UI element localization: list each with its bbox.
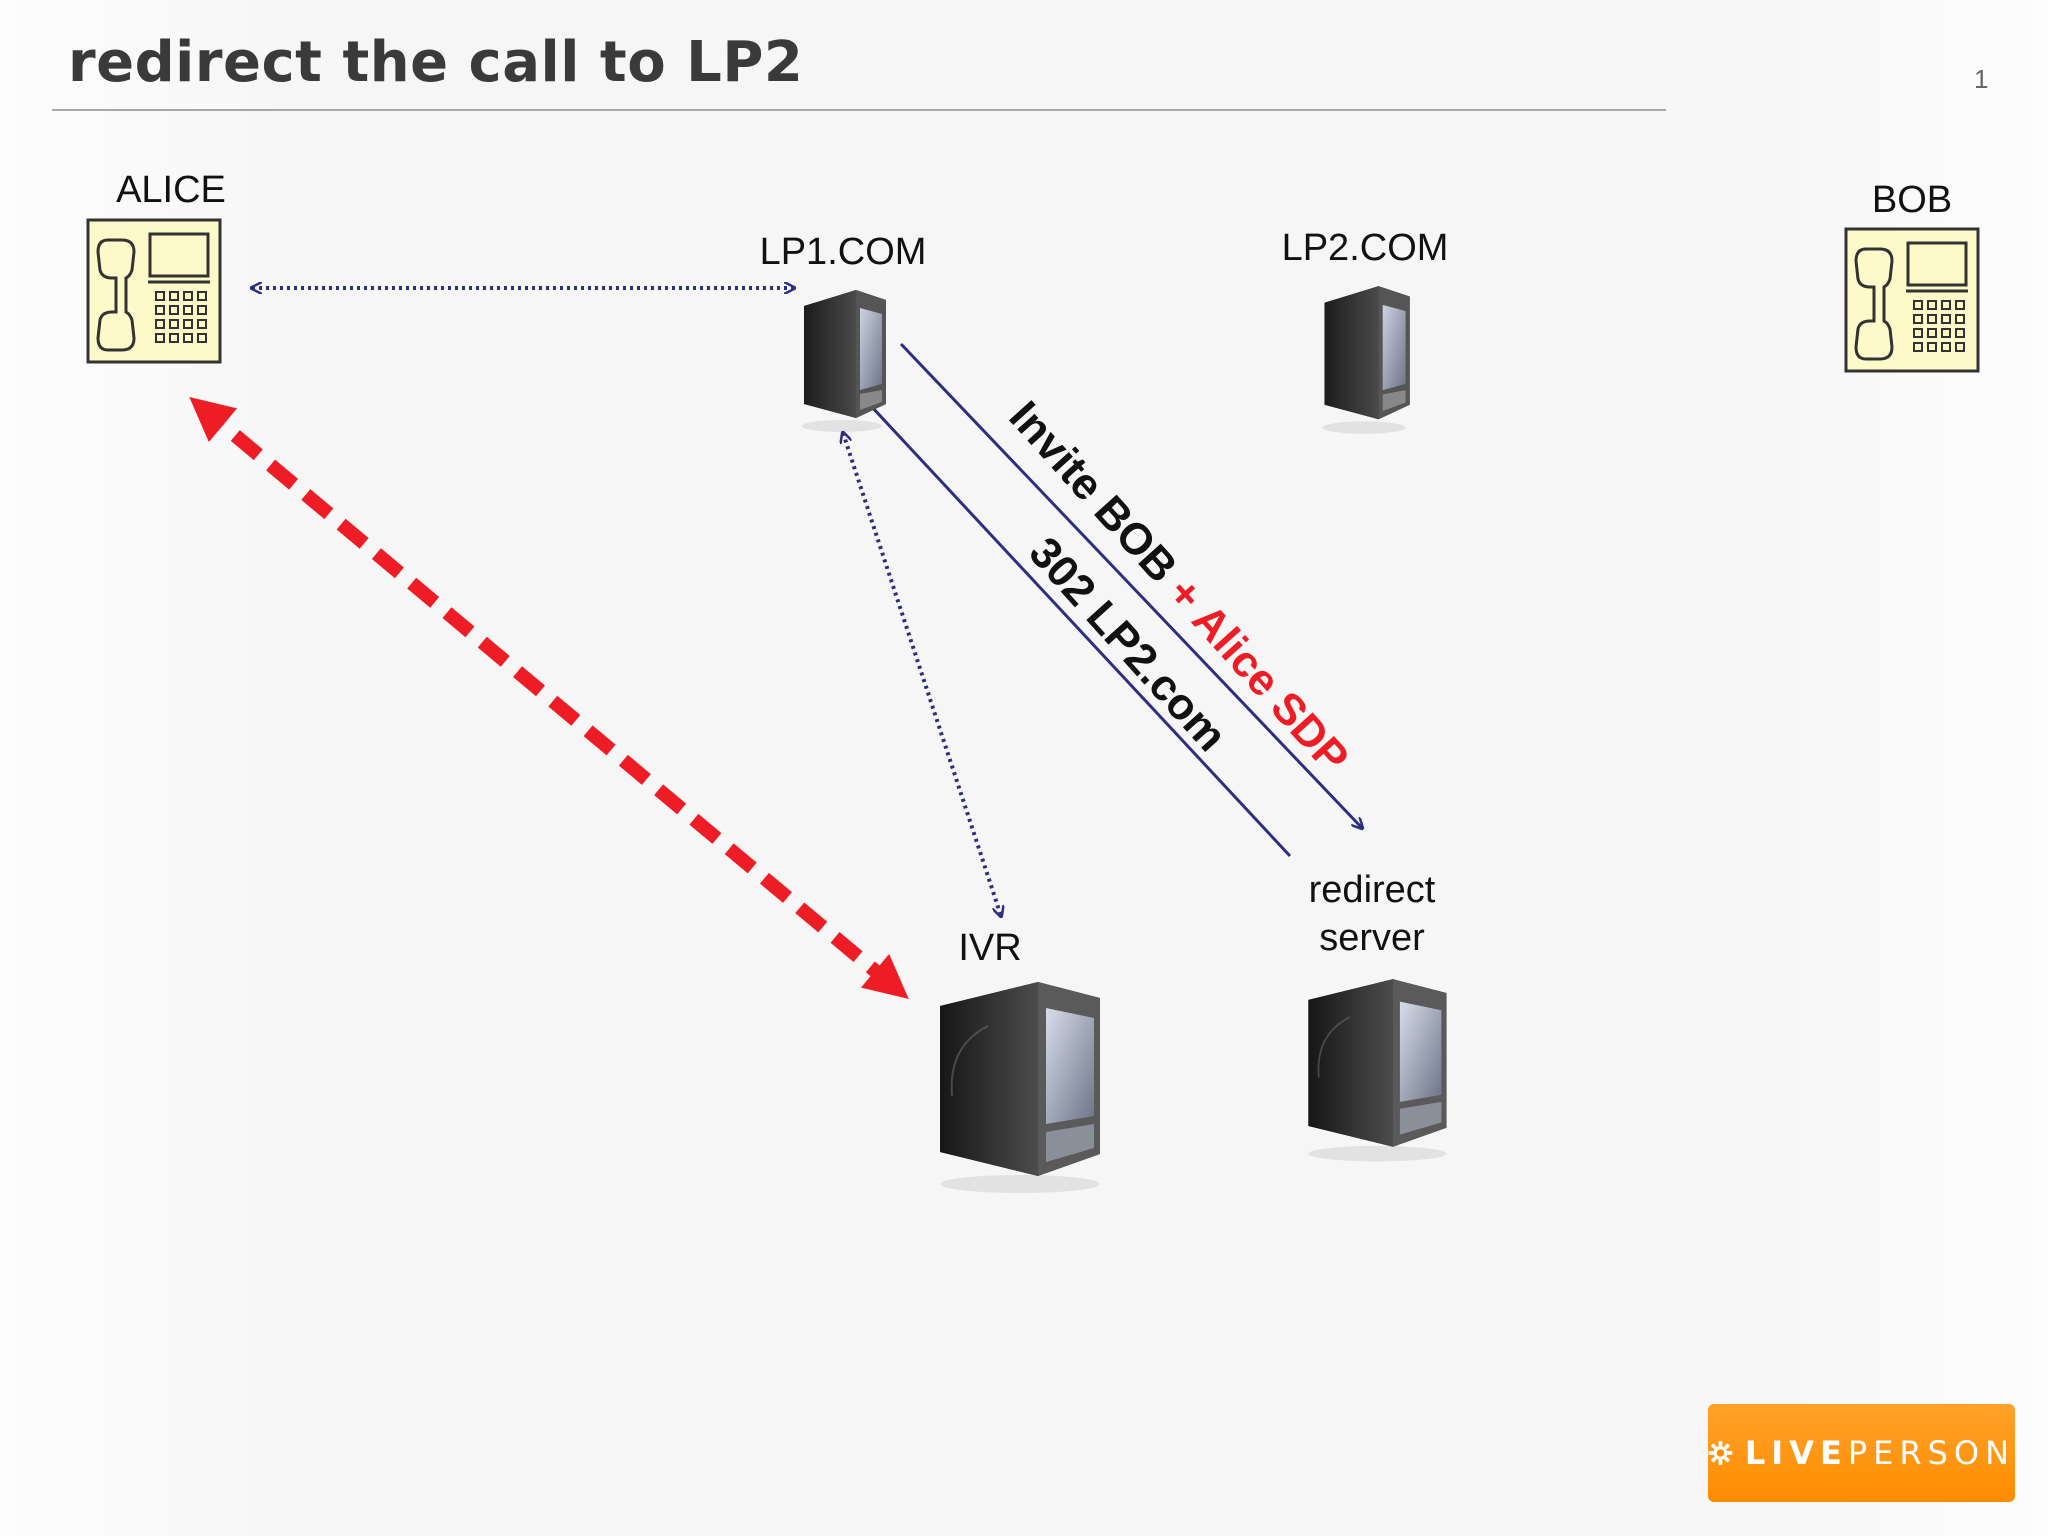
redirect-server-label-line1: redirect — [1308, 869, 1436, 911]
lp2-label: LP2.COM — [1281, 227, 1449, 269]
lp1-ivr-link — [843, 433, 1001, 916]
ivr-label: IVR — [958, 927, 1022, 969]
server-tower-icon — [1316, 282, 1412, 443]
invite-arrow — [899, 342, 1362, 828]
logo-text: LIVEPERSON — [1745, 1434, 2015, 1472]
alice-ivr-media-link — [189, 397, 909, 999]
alice-label: ALICE — [116, 169, 226, 211]
redirect-server-label: redirect server — [1282, 866, 1462, 962]
desk-phone-icon — [1844, 227, 1980, 378]
bob-label: BOB — [1871, 179, 1953, 221]
slide-title: redirect the call to LP2 — [68, 30, 804, 95]
desk-phone-icon — [86, 218, 222, 369]
server-tower-icon — [796, 286, 888, 441]
logo-text-bold: LIVE — [1744, 1434, 1848, 1472]
page-number: 1 — [1974, 64, 1989, 94]
sun-gear-icon — [1708, 1441, 1733, 1465]
lp1-label: LP1.COM — [759, 231, 927, 273]
server-tower-icon — [928, 976, 1104, 1201]
server-tower-icon — [1298, 966, 1450, 1177]
redirect-reply-arrow — [858, 392, 1292, 858]
title-divider — [52, 109, 1666, 111]
liveperson-logo: LIVEPERSON — [1708, 1404, 2015, 1502]
redirect-server-label-line2: server — [1319, 917, 1425, 959]
logo-text-regular: PERSON — [1847, 1434, 2015, 1472]
